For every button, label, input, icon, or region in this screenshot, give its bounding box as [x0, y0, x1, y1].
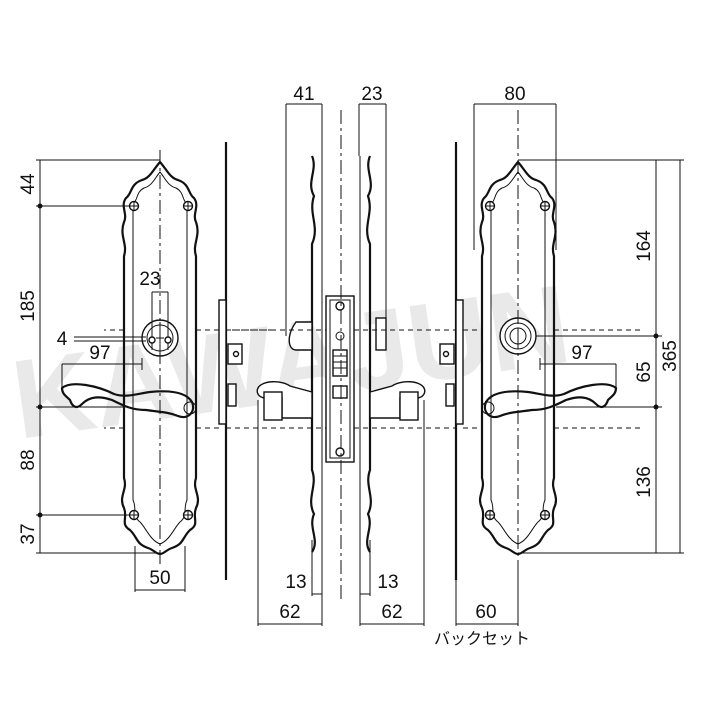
mortise-left-escutcheon-profile [310, 155, 316, 553]
mortise-left-lever-side [256, 381, 313, 419]
dim-left-37: 37 [18, 523, 39, 544]
dim-mid-62-right: 62 [381, 602, 402, 623]
mortise-latch [332, 349, 348, 377]
dim-left-185: 185 [18, 290, 39, 322]
dim-mid-23: 23 [361, 84, 382, 105]
right-dimension-lines [455, 103, 684, 626]
dim-left-44: 44 [18, 173, 39, 195]
mortise-left-thumbturn [288, 321, 313, 351]
dim-mid-62-left: 62 [279, 602, 300, 623]
dim-left-50: 50 [149, 568, 170, 589]
dimension-labels: 44 185 88 37 23 4 97 50 41 23 13 13 62 6… [18, 84, 681, 623]
mortise-right-lever-side [369, 381, 426, 419]
right-strike-section [439, 142, 464, 580]
dim-right-365: 365 [660, 340, 681, 372]
left-screw-bottom-right [182, 509, 194, 521]
mortise-deadbolt [332, 385, 348, 399]
mortise-right-escutcheon-profile [366, 155, 372, 553]
right-screw-top-left [484, 200, 496, 212]
dim-mid-13-right: 13 [377, 572, 398, 593]
mortise-dimension-lines [226, 103, 456, 626]
mortise-right-cylinder [375, 317, 387, 351]
left-lever-rosette [183, 401, 197, 415]
dim-mid-13-left: 13 [285, 572, 306, 593]
backset-caption: バックセット [434, 629, 530, 648]
mortise-left-lever-neck [263, 391, 283, 421]
dim-right-80: 80 [504, 84, 525, 105]
right-screw-bottom-right [539, 509, 551, 521]
left-dimension-lines [36, 159, 272, 592]
mortise-lock-body [325, 295, 355, 463]
dim-right-136: 136 [634, 466, 655, 498]
dim-right-97: 97 [571, 343, 592, 364]
dim-right-60: 60 [475, 602, 496, 623]
right-screw-top-right [539, 200, 551, 212]
dim-left-88: 88 [18, 449, 39, 470]
dim-left-23: 23 [139, 269, 160, 290]
left-strike-section [218, 142, 243, 580]
left-screw-top-right [182, 200, 194, 212]
right-screw-bottom-left [484, 509, 496, 521]
mortise-screw-top [335, 301, 345, 311]
mortise-screw-bottom [335, 447, 345, 457]
mortise-right-lever-neck [399, 391, 419, 421]
dim-left-97: 97 [89, 343, 110, 364]
dim-right-164: 164 [634, 230, 655, 262]
mortise-side-view [256, 110, 426, 600]
dim-mid-41: 41 [293, 84, 314, 105]
right-lever-rosette [481, 401, 495, 415]
dim-left-4: 4 [57, 329, 68, 350]
dim-right-65: 65 [634, 361, 655, 382]
